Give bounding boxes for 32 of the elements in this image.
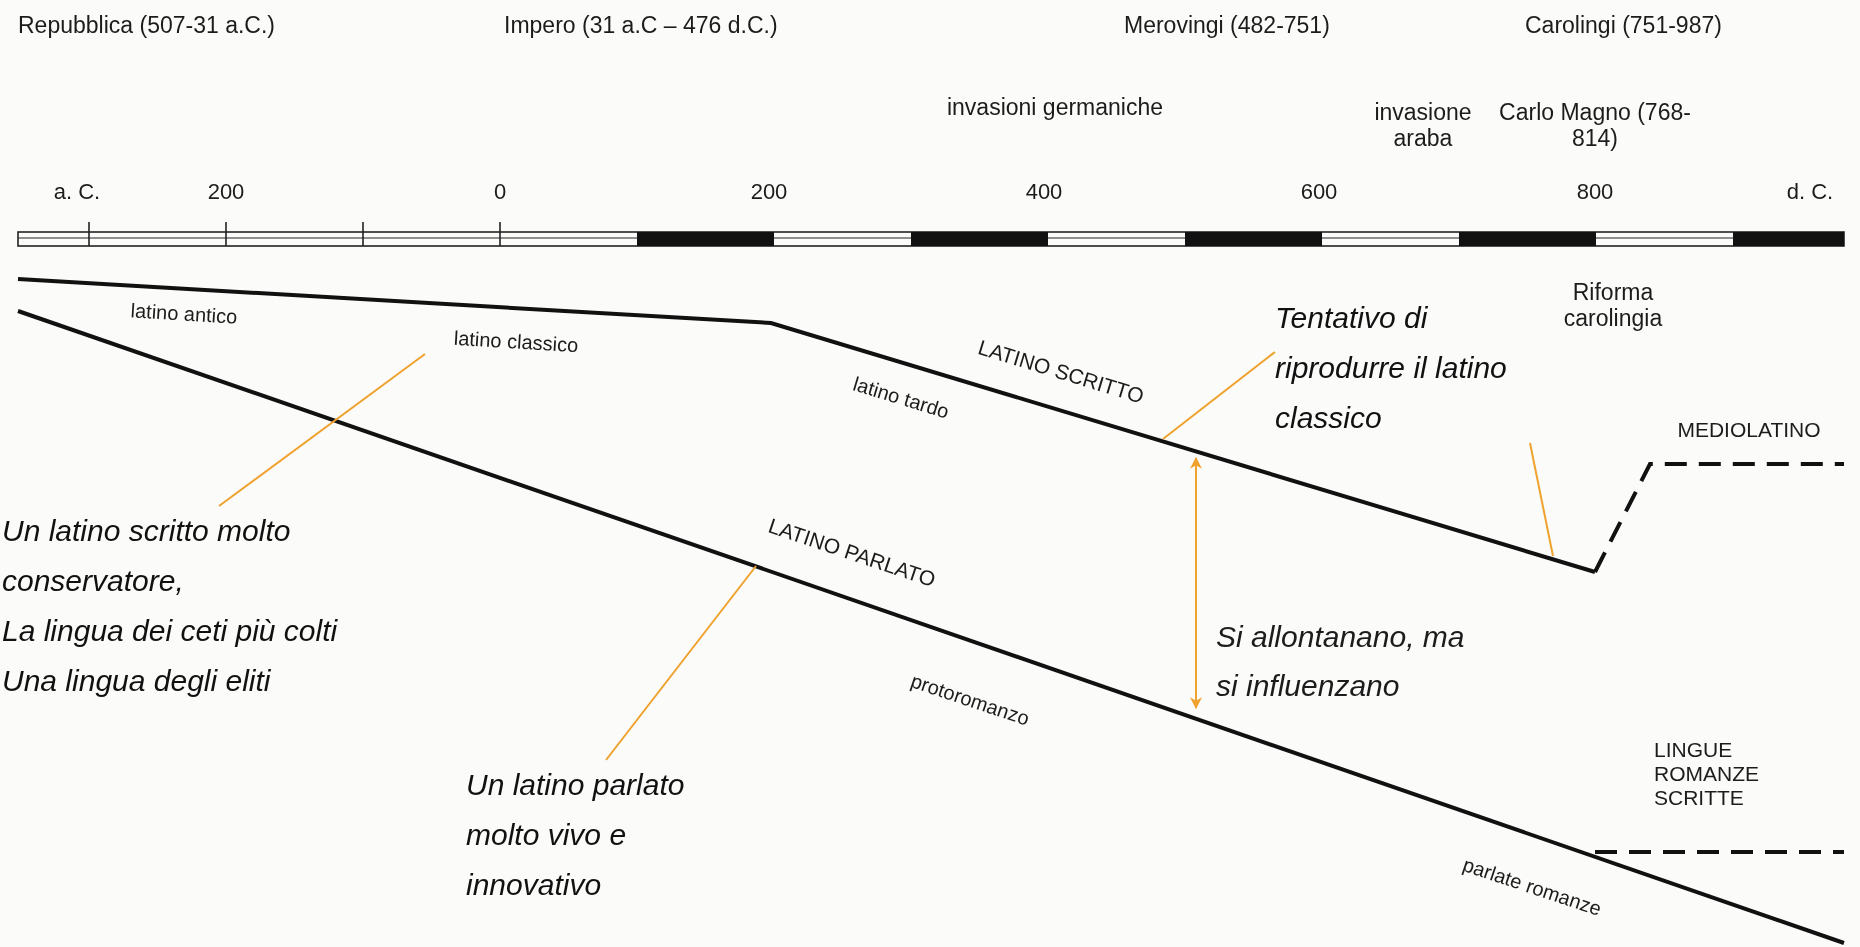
text-label: Repubblica (507-31 a.C.) — [18, 12, 275, 39]
leader-line — [605, 565, 757, 761]
text-label: 400 — [1025, 179, 1063, 205]
text-label: invasione araba — [1373, 98, 1473, 152]
double-arrow — [1190, 456, 1202, 710]
text-label: Merovingi (482-751) — [1124, 12, 1330, 39]
text-label: Impero (31 a.C – 476 d.C.) — [504, 12, 778, 39]
text-label: a. C. — [53, 179, 101, 205]
text-label: 200 — [207, 179, 245, 205]
text-label: MEDIOLATINO — [1677, 417, 1821, 443]
text-label: parlate romanze — [1459, 853, 1605, 921]
annotation-text: Un latino scritto molto conservatore, — [2, 513, 292, 599]
text-label: 600 — [1300, 179, 1338, 205]
text-label: latino classico — [453, 326, 579, 358]
annotation-text: La lingua dei ceti più colti — [2, 613, 339, 649]
text-label: 0 — [493, 179, 507, 205]
leader-line — [218, 353, 426, 507]
text-label: invasioni germaniche — [946, 93, 1164, 121]
text-label: Riforma carolingia — [1562, 278, 1664, 332]
text-label: latino tardo — [850, 372, 952, 424]
text-label: latino antico — [130, 299, 238, 329]
text-label: Carolingi (751-987) — [1525, 12, 1722, 39]
text-label: 800 — [1576, 179, 1614, 205]
annotation-text: Un latino parlato molto vivo e innovativo — [466, 767, 686, 903]
annotation-text: Tentativo di riprodurre il latino classico — [1275, 300, 1508, 436]
text-label: d. C. — [1786, 179, 1834, 205]
annotation-text: Una lingua degli eliti — [2, 663, 272, 699]
text-label: 200 — [750, 179, 788, 205]
text-label: LINGUE ROMANZE SCRITTE — [1654, 738, 1760, 811]
leader-line — [1529, 442, 1554, 557]
leader-line — [1162, 351, 1276, 440]
text-label: Carlo Magno (768-814) — [1498, 98, 1692, 152]
